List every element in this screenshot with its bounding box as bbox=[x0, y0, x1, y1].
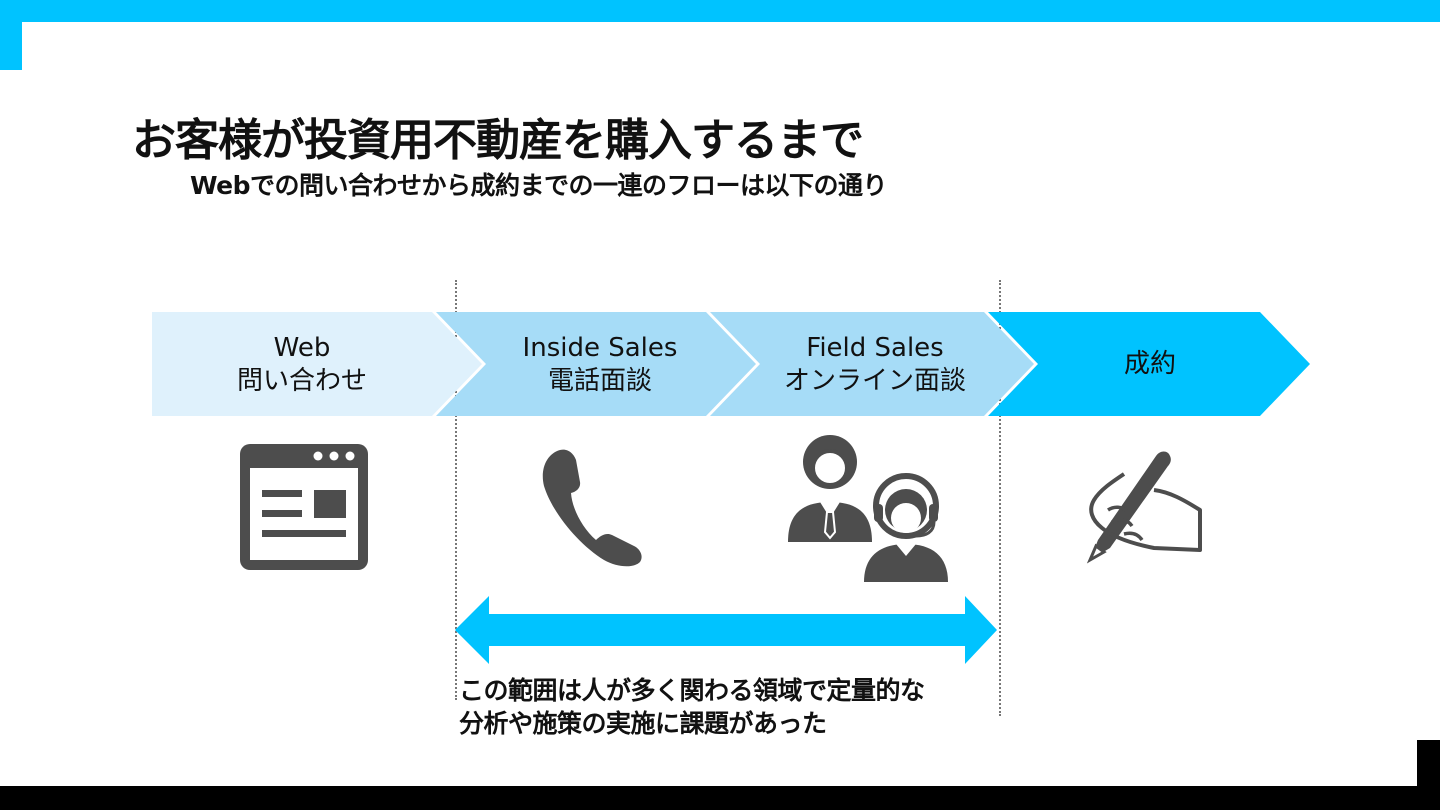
top-left-accent-tab bbox=[0, 22, 22, 70]
step-inside-sales-chevron bbox=[436, 312, 756, 416]
range-end-divider bbox=[999, 280, 1001, 716]
bottom-frame-bar bbox=[0, 786, 1440, 810]
slide-subtitle: Webでの問い合わせから成約までの一連のフローは以下の通り bbox=[190, 171, 888, 200]
step-web-line2: 問い合わせ bbox=[236, 366, 367, 396]
step-web-chevron bbox=[152, 312, 482, 416]
step-web-line1: Web bbox=[273, 333, 331, 363]
range-note: この範囲は人が多く関わる領域で定量的な 分析や施策の実施に課題があった bbox=[459, 674, 925, 740]
bottom-right-frame-tab bbox=[1417, 740, 1440, 786]
pen-signing-hand-icon bbox=[1086, 451, 1202, 564]
step-contract-label: 成約 bbox=[1040, 348, 1260, 381]
step-inside-sales-label: Inside Sales 電話面談 bbox=[470, 332, 730, 398]
range-note-line2: 分析や施策の実施に課題があった bbox=[459, 709, 827, 738]
range-note-line1: この範囲は人が多く関わる領域で定量的な bbox=[459, 676, 925, 705]
slide-title: お客様が投資用不動産を購入するまで bbox=[132, 115, 864, 166]
range-start-divider bbox=[455, 280, 457, 700]
process-flow bbox=[152, 312, 1310, 416]
step-contract-line1: 成約 bbox=[1123, 349, 1176, 379]
step-field-sales-line1: Field Sales bbox=[806, 333, 944, 363]
step-field-sales-label: Field Sales オンライン面談 bbox=[745, 332, 1005, 398]
step-field-sales-chevron bbox=[710, 312, 1034, 416]
step-inside-sales-line1: Inside Sales bbox=[522, 333, 678, 363]
top-accent-bar bbox=[0, 0, 1440, 22]
double-headed-arrow-icon bbox=[455, 596, 997, 664]
phone-handset-icon bbox=[542, 449, 642, 567]
browser-window-icon bbox=[240, 444, 368, 570]
online-meeting-people-icon bbox=[788, 435, 948, 582]
step-field-sales-line2: オンライン面談 bbox=[783, 366, 966, 396]
step-contract-chevron bbox=[988, 312, 1310, 416]
step-web-label: Web 問い合わせ bbox=[152, 332, 452, 398]
step-inside-sales-line2: 電話面談 bbox=[547, 366, 652, 396]
